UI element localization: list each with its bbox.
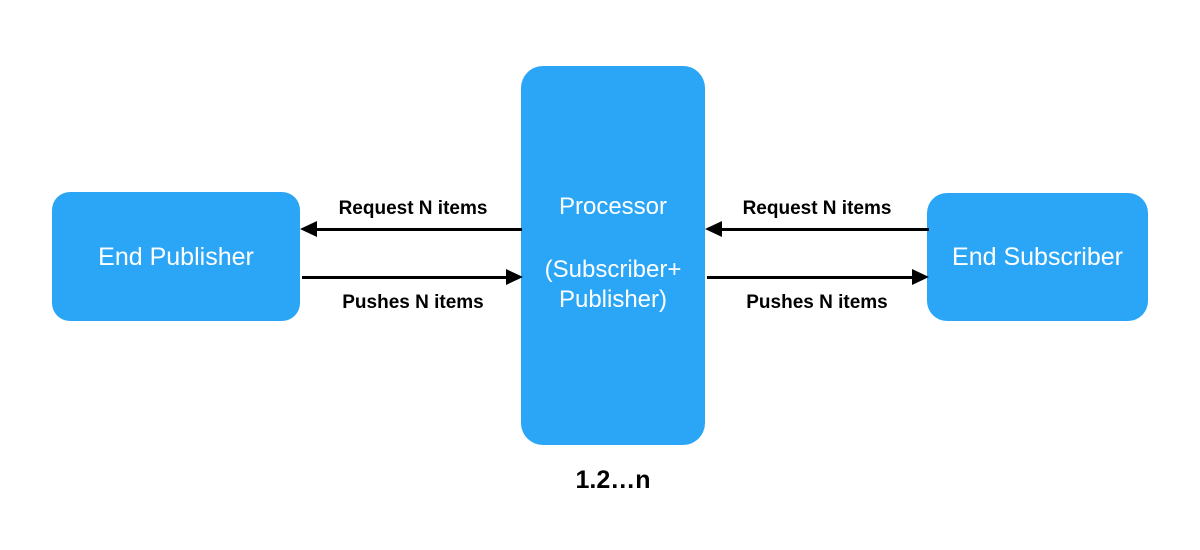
node-processor-subtitle: (Subscriber+ Publisher): [544, 255, 682, 314]
edge-label-right-request: Request N items: [742, 198, 892, 219]
edge-left-request-line: [313, 228, 522, 231]
node-end-subscriber[interactable]: End Subscriber: [927, 193, 1148, 321]
caption-sequence: 1.2…n: [575, 466, 651, 494]
arrow-left-icon: [300, 221, 317, 237]
edge-label-left-push: Pushes N items: [342, 292, 484, 313]
arrow-left-icon: [705, 221, 722, 237]
arrow-right-icon: [912, 269, 929, 285]
node-end-publisher-label: End Publisher: [98, 242, 254, 271]
node-end-publisher[interactable]: End Publisher: [52, 192, 300, 321]
node-processor[interactable]: Processor (Subscriber+ Publisher): [521, 66, 705, 445]
edge-left-push-line: [302, 276, 508, 279]
edge-label-left-request: Request N items: [338, 198, 488, 219]
edge-label-right-push: Pushes N items: [746, 292, 888, 313]
arrow-right-icon: [506, 269, 523, 285]
edge-right-push-line: [707, 276, 914, 279]
node-end-subscriber-label: End Subscriber: [952, 243, 1123, 271]
edge-right-request-line: [718, 228, 929, 231]
node-processor-title: Processor: [558, 193, 668, 220]
